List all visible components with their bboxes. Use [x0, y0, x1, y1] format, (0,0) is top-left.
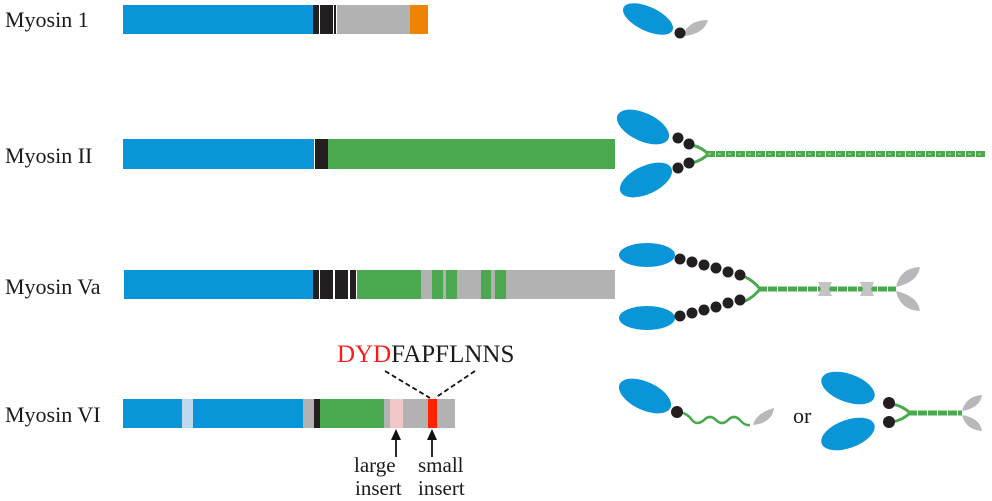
label-myosin-vi: Myosin VI — [5, 402, 101, 427]
myosin-1-cartoon — [623, 3, 708, 39]
dashed-pointer-left — [384, 370, 431, 399]
myosin-1-bar — [123, 5, 428, 34]
small-insert-segment — [428, 399, 437, 428]
myosin-vi-dimer-cartoon — [821, 371, 982, 451]
myosin-ii-cartoon — [616, 109, 986, 198]
myosin-ii-bar — [123, 139, 615, 169]
or-label: or — [793, 403, 812, 428]
label-myosin-va: Myosin Va — [5, 274, 101, 299]
sequence-highlight: DYD — [337, 341, 391, 368]
dashed-pointer-right — [434, 370, 476, 399]
large-insert-arrow — [391, 429, 401, 457]
small-insert-arrow — [427, 429, 437, 457]
large-insert-label-2: insert — [355, 476, 402, 500]
label-myosin-ii: Myosin II — [5, 143, 92, 168]
small-insert-sequence: DYDFAPFLNNS — [337, 341, 514, 368]
label-myosin-1: Myosin 1 — [5, 7, 89, 32]
small-insert-label-2: insert — [418, 476, 465, 500]
myosin-vi-bar — [123, 399, 455, 428]
myosin-va-cartoon — [619, 243, 920, 330]
sequence-rest: FAPFLNNS — [391, 341, 514, 368]
small-insert-label-1: small — [418, 453, 464, 477]
myosin-va-bar — [124, 270, 615, 299]
large-insert-segment — [390, 399, 403, 428]
myosin-vi-monomer-cartoon — [618, 378, 774, 427]
large-insert-label-1: large — [354, 453, 396, 477]
